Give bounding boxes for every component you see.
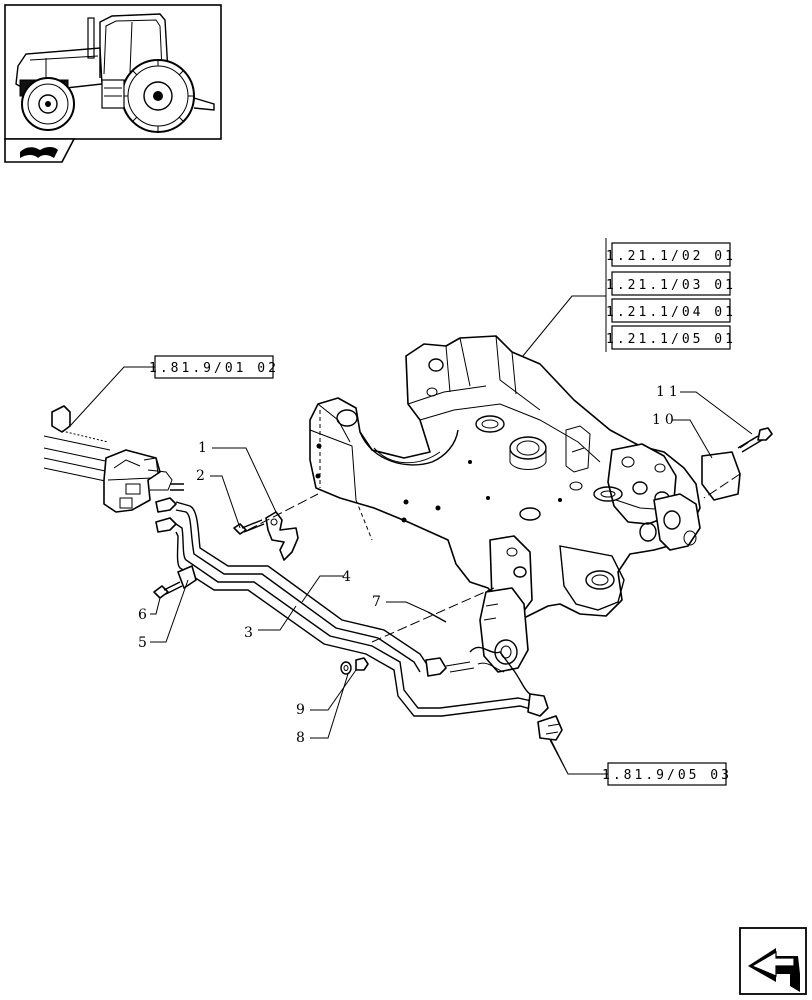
pin [427, 611, 447, 623]
reference-box-4[interactable]: 1.21.1/05 01 [606, 325, 736, 350]
reference-label: 1.21.1/04 01 [606, 305, 736, 320]
item-number: 10 [652, 412, 678, 428]
nut [355, 657, 369, 671]
reference-box-bottom[interactable]: 1.81.9/05 03 [602, 762, 732, 786]
reference-box-left[interactable]: 1.81.9/01 02 [149, 355, 279, 379]
hydraulic-valve-block [43, 405, 184, 513]
reference-box-1[interactable]: 1.21.1/02 01 [606, 242, 736, 267]
reference-box-3[interactable]: 1.21.1/04 01 [606, 298, 736, 323]
cover-plate [701, 451, 741, 501]
item-number: 11 [656, 384, 682, 400]
screw [153, 581, 183, 599]
reference-label: 1.21.1/03 01 [606, 278, 736, 293]
item-number: 3 [244, 625, 253, 641]
bracket-screw [233, 519, 265, 535]
reference-label: 1.21.1/02 01 [606, 249, 736, 264]
hydraulic-pipe-assembly [155, 497, 563, 741]
item-number: 9 [296, 702, 305, 718]
reference-label: 1.21.1/05 01 [606, 332, 736, 347]
front-frame-support [309, 335, 701, 621]
reference-box-2[interactable]: 1.21.1/03 01 [606, 271, 736, 296]
item-number: 4 [342, 569, 351, 585]
mounting-bracket [265, 511, 299, 561]
item-number: 6 [138, 607, 147, 623]
reference-label: 1.81.9/01 02 [149, 361, 279, 376]
tractor-thumbnail-icon[interactable] [4, 4, 222, 140]
reference-group-top-right: 1.21.1/02 01 1.21.1/03 01 1.21.1/04 01 1… [517, 238, 736, 363]
leader-lines [150, 391, 753, 739]
item-number: 7 [372, 594, 381, 610]
item-number: 8 [296, 730, 305, 746]
cover-bolt [737, 427, 773, 453]
pipe-clamp [177, 565, 197, 589]
lower-bracket [479, 587, 529, 673]
item-number: 1 [198, 440, 207, 456]
item-number: 2 [196, 468, 205, 484]
back-arrow-icon[interactable] [739, 927, 807, 995]
book-icon[interactable] [4, 138, 76, 163]
item-number: 5 [138, 635, 147, 651]
reference-label: 1.81.9/05 03 [602, 768, 732, 783]
item-numbers: 1 2 3 4 5 6 7 8 9 10 11 [138, 384, 682, 746]
washer [340, 661, 352, 675]
